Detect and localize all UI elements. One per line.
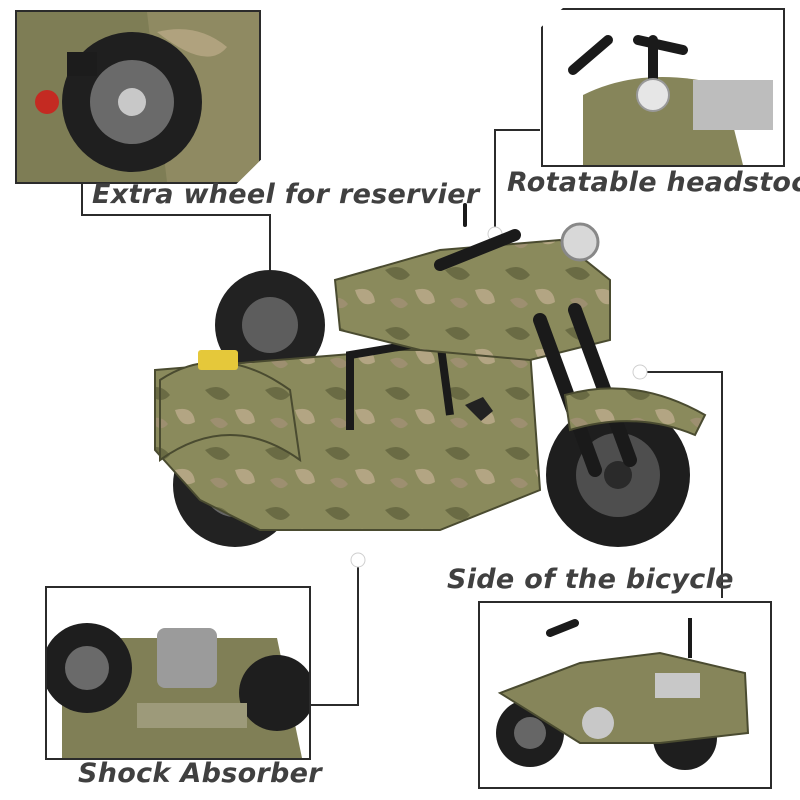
yellow-lamp [198, 350, 238, 370]
front-mudguard [563, 387, 707, 437]
caption-shock-absorber: Shock Absorber [78, 758, 322, 789]
motorcycle-sidecar-image [154, 203, 707, 547]
inset-side-view [478, 601, 772, 789]
inset-extra-wheel [15, 10, 261, 184]
caption-extra-wheel: Extra wheel for reservier [92, 179, 480, 210]
emblem [465, 397, 493, 421]
caption-rotatable-headstock: Rotatable headstock [507, 167, 800, 198]
inset-shock-absorber [45, 586, 311, 760]
headlight [560, 222, 600, 262]
caption-side-of-bicycle: Side of the bicycle [447, 564, 734, 595]
sidecar-handle [346, 335, 454, 430]
handlebar [434, 203, 521, 271]
inset-headstock [541, 8, 785, 167]
spare-wheel [215, 270, 325, 380]
